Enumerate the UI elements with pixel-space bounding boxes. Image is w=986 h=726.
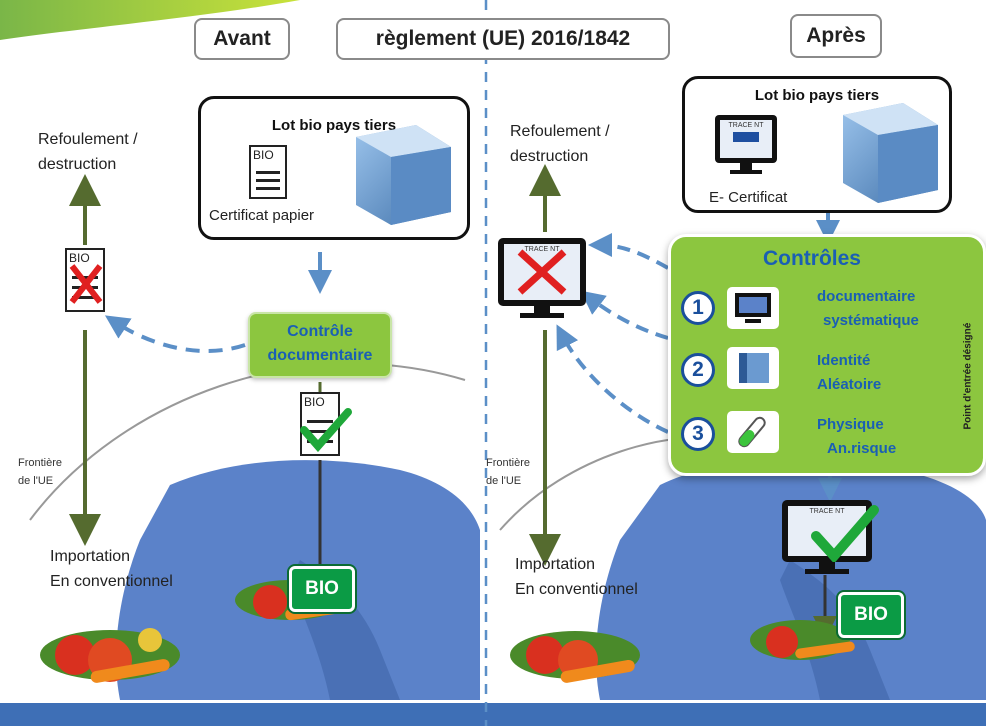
container-icon [843,103,938,203]
green-checkmark-icon [300,408,352,452]
after-label: Après [790,14,882,58]
entry-point-label: Point d'entrée désigné [962,322,974,430]
lot-box-right: Lot bio pays tiers TRACE NT E- Certifica… [682,76,952,213]
controls-panel: Contrôles 1 documentaire systématique 2 … [668,234,986,476]
test-tube-icon [727,411,779,453]
control-number-3: 3 [681,417,715,451]
red-cross-icon [69,264,103,304]
rejection-label-left: Refoulement /destruction [38,131,138,173]
red-cross-icon [517,249,567,295]
ecertificate-label: E- Certificat [709,189,788,206]
europe-map-right [596,460,986,700]
bio-badge-right: BIO [838,592,904,638]
bio-badge-left: BIO [289,566,355,612]
lot-title: Lot bio pays tiers [271,117,397,134]
eu-border-curve-left [29,362,466,521]
before-label: Avant [194,18,290,60]
rejection-label-right: Refoulement /destruction [510,123,610,165]
top-swoosh [0,0,300,40]
computer-screen-icon: TRACE NT [715,115,777,174]
document-icon: BIO [249,145,287,199]
lot-title: Lot bio pays tiers [754,87,880,104]
green-checkmark-icon [811,505,879,564]
vegetables-image-left-bottom [40,628,180,683]
computer-screen-icon [727,287,779,329]
controls-title: Contrôles [762,247,861,270]
document-control-box: Contrôle documentaire [248,312,392,378]
validated-document-icon: BIO [300,392,352,456]
container-icon [356,125,451,225]
vegetables-image-right-map [750,620,855,660]
control-label-3: Physique An.risque [817,416,897,457]
regulation-label: règlement (UE) 2016/1842 [336,18,670,60]
rejected-document-icon: BIO [65,248,105,312]
lot-box-left: Lot bio pays tiers BIO Certificat papier [198,96,470,240]
control-label-1: documentaire systématique [817,288,919,329]
control-label-2: Identité Aléatoire [817,352,882,393]
control-number-2: 2 [681,353,715,387]
paper-certificate-label: Certificat papier [209,207,315,224]
rejected-screen-icon: TRACE NT [498,238,586,318]
vegetables-image-right-bottom [510,631,640,683]
control-number-1: 1 [681,291,715,325]
validated-screen-icon: TRACE NT [782,500,879,574]
container-icon [727,347,779,389]
